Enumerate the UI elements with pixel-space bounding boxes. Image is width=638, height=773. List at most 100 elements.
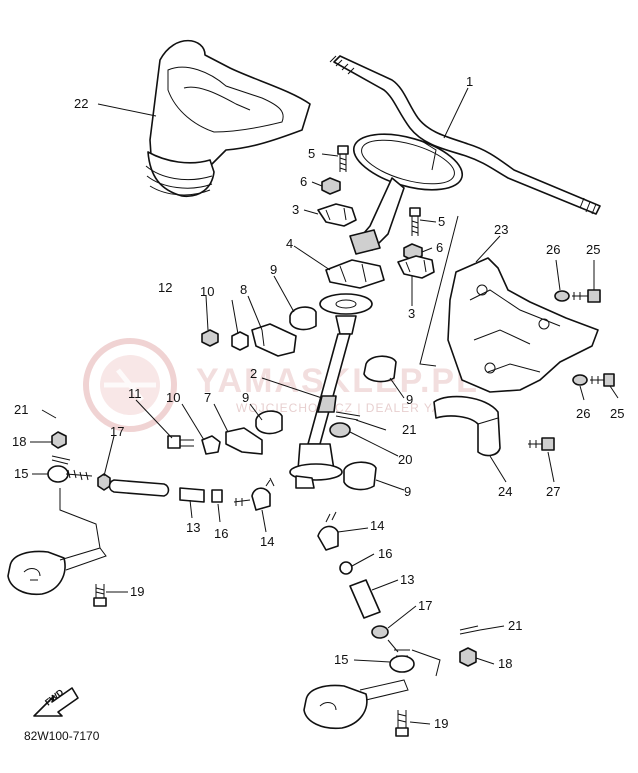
callout-5-upper: 5 bbox=[308, 146, 315, 161]
callout-15-left: 15 bbox=[14, 466, 28, 481]
clamp-3-upper bbox=[317, 203, 357, 227]
callout-13-left: 13 bbox=[186, 520, 200, 535]
bushing-9-b bbox=[363, 355, 397, 383]
callout-16-lower: 16 bbox=[378, 546, 392, 561]
nut-12 bbox=[201, 329, 219, 347]
callout-9-c: 9 bbox=[242, 390, 249, 405]
collar-20 bbox=[329, 422, 351, 438]
callout-22: 22 bbox=[74, 96, 88, 111]
callout-15-lower: 15 bbox=[334, 652, 348, 667]
callout-7: 7 bbox=[204, 390, 211, 405]
assembly-guides bbox=[59, 215, 459, 677]
callout-1: 1 bbox=[466, 74, 473, 89]
nut-18-left bbox=[51, 431, 67, 449]
pin-21-lower bbox=[459, 625, 481, 635]
tie-rod-left bbox=[47, 431, 275, 511]
callout-25-lower: 25 bbox=[610, 406, 624, 421]
steering-shaft-2 bbox=[289, 293, 373, 489]
callout-23: 23 bbox=[494, 222, 508, 237]
callout-6-lower: 6 bbox=[436, 240, 443, 255]
nut-16-lower bbox=[339, 561, 353, 575]
tie-rod-lower bbox=[317, 511, 481, 673]
callout-26-lower: 26 bbox=[576, 406, 590, 421]
callout-14-left: 14 bbox=[260, 534, 274, 549]
bolt-11 bbox=[167, 435, 194, 449]
pin-21-left bbox=[51, 455, 71, 465]
callout-27: 27 bbox=[546, 484, 560, 499]
callout-9-b: 9 bbox=[406, 392, 413, 407]
bracket-23 bbox=[447, 257, 599, 393]
nut-6-upper bbox=[321, 177, 341, 195]
ball-joint-15-left bbox=[47, 465, 69, 483]
bolt-19-right bbox=[395, 710, 409, 737]
handlebar-cover-part bbox=[145, 39, 311, 197]
steering-arm-left bbox=[7, 547, 107, 596]
bolt-5-upper bbox=[337, 145, 349, 172]
handlebar-part bbox=[329, 55, 601, 255]
callout-26-upper: 26 bbox=[546, 242, 560, 257]
steering-arm-right bbox=[303, 679, 409, 730]
nut-10-b bbox=[201, 435, 221, 455]
nut-10-a bbox=[231, 331, 249, 351]
holder-4 bbox=[325, 259, 385, 289]
cover-24 bbox=[433, 395, 501, 457]
callout-18-lower: 18 bbox=[498, 656, 512, 671]
watermark-logo-icon bbox=[83, 338, 177, 432]
bolt-25-lower bbox=[590, 373, 615, 387]
callout-10-b: 10 bbox=[166, 390, 180, 405]
bolt-25-upper bbox=[572, 289, 601, 303]
callout-21-lower: 21 bbox=[508, 618, 522, 633]
callout-3-lower: 3 bbox=[408, 306, 415, 321]
bolt-19-left bbox=[93, 584, 107, 607]
callout-19-left: 19 bbox=[130, 584, 144, 599]
ball-joint-14-lower bbox=[317, 525, 339, 551]
sleeve-13-left bbox=[179, 487, 205, 503]
callout-16-left: 16 bbox=[214, 526, 228, 541]
bolt-5-lower bbox=[409, 207, 421, 236]
bushing-9-d bbox=[343, 461, 377, 491]
pin-21-mid bbox=[335, 411, 361, 421]
bracket-8 bbox=[251, 323, 297, 357]
callout-25-upper: 25 bbox=[586, 242, 600, 257]
callout-14-lower: 14 bbox=[370, 518, 384, 533]
nut-18-lower bbox=[459, 647, 477, 667]
ball-joint-14-left bbox=[251, 487, 271, 511]
callout-17-lower: 17 bbox=[418, 598, 432, 613]
callout-19-right: 19 bbox=[434, 716, 448, 731]
callout-24: 24 bbox=[498, 484, 512, 499]
bushing-9-a bbox=[289, 306, 317, 331]
nut-17-left bbox=[97, 473, 111, 491]
forward-arrow-icon: FWD bbox=[33, 687, 79, 717]
callout-5-lower: 5 bbox=[438, 214, 445, 229]
callout-20: 20 bbox=[398, 452, 412, 467]
washer-26-upper bbox=[554, 290, 570, 302]
callout-21-mid: 21 bbox=[402, 422, 416, 437]
callout-6-upper: 6 bbox=[300, 174, 307, 189]
callout-13-lower: 13 bbox=[400, 572, 414, 587]
callout-17-left: 17 bbox=[110, 424, 124, 439]
watermark-subtext: WOJCIECHOWICZ | DEALER YAMAHA bbox=[236, 401, 480, 415]
callout-11: 11 bbox=[128, 386, 142, 401]
callout-9-d: 9 bbox=[404, 484, 411, 499]
callout-18-left: 18 bbox=[12, 434, 26, 449]
nut-16-left bbox=[211, 489, 223, 503]
callout-leaders bbox=[30, 87, 619, 725]
callout-9-a: 9 bbox=[270, 262, 277, 277]
bolt-27 bbox=[528, 437, 555, 451]
callout-2: 2 bbox=[250, 366, 257, 381]
bushing-9-c bbox=[255, 410, 283, 435]
nut-17-lower bbox=[371, 625, 389, 639]
arm-7 bbox=[225, 427, 263, 455]
tie-rod-13-left bbox=[108, 479, 170, 497]
callout-4: 4 bbox=[286, 236, 293, 251]
tie-rod-13-lower bbox=[349, 579, 381, 619]
ball-joint-15-lower bbox=[389, 655, 415, 673]
callout-numbers: 22 1 5 6 3 4 5 6 3 9 8 12 10 2 9 11 10 7… bbox=[12, 74, 624, 731]
callout-10-a: 10 bbox=[200, 284, 214, 299]
callout-21-left: 21 bbox=[14, 402, 28, 417]
part-code: 82W100-7170 bbox=[24, 729, 100, 743]
callout-12: 12 bbox=[158, 280, 172, 295]
washer-26-lower bbox=[572, 374, 588, 386]
